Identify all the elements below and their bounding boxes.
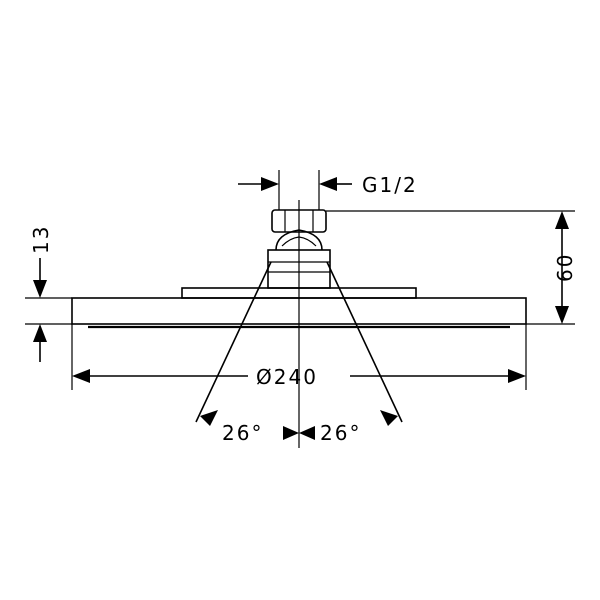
thread-arrow-left (261, 177, 279, 191)
height-label: 60 (553, 253, 577, 282)
angle-arrow-center-left (283, 426, 299, 440)
thread-label: G1/2 (362, 173, 418, 197)
diameter-dimension: Ø240 (71, 324, 527, 390)
thread-arrow-right (319, 177, 337, 191)
height-arrow-top (555, 211, 569, 229)
spray-line-left (195, 261, 272, 423)
diameter-arrow-left (72, 369, 90, 383)
spray-arrow-left (200, 410, 218, 426)
thickness-label: 13 (29, 225, 53, 254)
angle-arrow-center-right (299, 426, 315, 440)
shower-head-body (71, 200, 527, 448)
height-arrow-bottom (555, 306, 569, 324)
spray-angle: 26° 26° (195, 261, 403, 445)
spray-line-right (326, 261, 403, 423)
thickness-dimension: 13 (25, 225, 72, 362)
spray-arrow-right (380, 410, 398, 426)
diameter-arrow-right (508, 369, 526, 383)
thickness-arrow-top (33, 280, 47, 298)
thickness-arrow-bottom (33, 324, 47, 342)
height-dimension: 60 (326, 210, 577, 325)
angle-right-label: 26° (320, 421, 361, 445)
thread-dimension: G1/2 (238, 170, 418, 210)
angle-left-label: 26° (222, 421, 263, 445)
diameter-label: Ø240 (256, 365, 318, 389)
